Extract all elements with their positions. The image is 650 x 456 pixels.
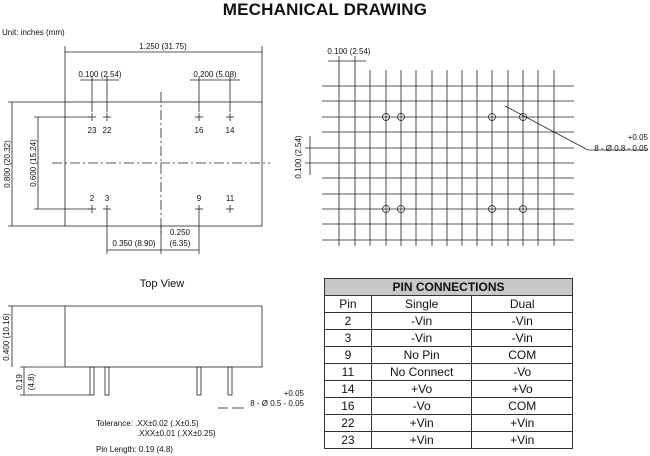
cell-pin: 9 — [324, 346, 372, 364]
col-header-pin: Pin — [324, 295, 372, 313]
pin-mark-14 — [226, 113, 234, 121]
table-title: PIN CONNECTIONS — [324, 278, 573, 296]
pin-label-23: 23 — [88, 126, 97, 135]
table-row: 3-Vin-Vin — [324, 329, 573, 347]
pin-label-9: 9 — [197, 194, 202, 203]
cell-pin: 22 — [324, 414, 372, 432]
pin-label-3: 3 — [105, 194, 110, 203]
hole-spec: 8 - Ø 0.8 - 0.05 — [594, 144, 648, 153]
cell-pin: 2 — [324, 312, 372, 330]
pcb-grid — [305, 56, 648, 246]
cell-single: -Vin — [370, 312, 473, 330]
page-title: MECHANICAL DRAWING — [222, 0, 428, 19]
pin-label-2: 2 — [90, 194, 95, 203]
pin-tolerance: +0.05 — [284, 389, 305, 398]
cell-single: No Pin — [370, 346, 473, 364]
pin-label-14: 14 — [226, 126, 235, 135]
pin-mark-2 — [88, 205, 96, 213]
top-view-outline — [64, 101, 263, 227]
side-dim-height: 0.400 (10.16) — [2, 313, 11, 361]
table-row: 22+Vin+Vin — [324, 414, 573, 432]
cell-dual: -Vin — [471, 312, 573, 330]
grid-dim-pitch-top: 0.100 (2.54) — [327, 47, 370, 56]
side-dim-pin: 0.19 — [15, 374, 24, 390]
dim-bottom-right-1: 0.250 — [170, 228, 191, 237]
cell-dual: -Vin — [471, 329, 573, 347]
pin-label-11: 11 — [226, 194, 235, 203]
cell-pin: 3 — [324, 329, 372, 347]
cell-dual: COM — [471, 346, 573, 364]
pin-label-22: 22 — [103, 126, 112, 135]
pin-mark-11 — [226, 205, 234, 213]
dim-pitch-right: 0.200 (5.08) — [193, 70, 236, 79]
cell-dual: +Vin — [471, 431, 573, 449]
cell-dual: COM — [471, 397, 573, 415]
grid-dim-pitch-side: 0.100 (2.54) — [294, 135, 303, 178]
cell-pin: 23 — [324, 431, 372, 449]
cell-single: +Vo — [370, 380, 473, 398]
cell-single: +Vin — [370, 414, 473, 432]
hole-tolerance: +0.05 — [628, 133, 649, 142]
pin-spec: 8 - Ø 0.5 - 0.05 — [250, 399, 304, 408]
cell-single: -Vin — [370, 329, 473, 347]
cell-pin: 14 — [324, 380, 372, 398]
pin-length: Pin Length: 0.19 (4.8) — [96, 445, 173, 454]
side-dim-pin-mm: (4.8) — [27, 373, 36, 390]
pin-label-16: 16 — [195, 126, 204, 135]
dim-height-inner: 0.600 (15.24) — [29, 139, 38, 187]
col-header-dual: Dual — [471, 295, 573, 313]
side-view-drawing — [8, 305, 263, 409]
pin-mark-23 — [88, 113, 96, 121]
tolerance-label: Tolerance: .XX±0.02 (.X±0.5) — [96, 419, 199, 428]
dim-pitch-left: 0.100 (2.54) — [78, 70, 121, 79]
cell-dual: +Vo — [471, 380, 573, 398]
cell-single: -Vo — [370, 397, 473, 415]
dim-height-outer: 0.800 (20.32) — [3, 140, 12, 188]
cell-dual: +Vin — [471, 414, 573, 432]
dim-overall-width: 1.250 (31.75) — [139, 42, 187, 51]
pin-mark-22 — [103, 113, 111, 121]
col-header-single: Single — [370, 295, 473, 313]
pin-mark-16 — [195, 113, 203, 121]
top-view-label: Top View — [140, 278, 184, 290]
cell-dual: -Vo — [471, 363, 573, 381]
cell-pin: 16 — [324, 397, 372, 415]
cell-pin: 11 — [324, 363, 372, 381]
pin-mark-3 — [103, 205, 111, 213]
table-row: 2-Vin-Vin — [324, 312, 573, 330]
dim-bottom-left: 0.350 (8.90) — [112, 239, 155, 248]
cell-single: +Vin — [370, 431, 473, 449]
table-row: 14+Vo+Vo — [324, 380, 573, 398]
pin-connections-table: PIN CONNECTIONS Pin Single Dual 2-Vin-Vi… — [324, 278, 573, 449]
tolerance-line2: .XXX±0.01 (.XX±0.25) — [137, 429, 216, 438]
cell-single: No Connect — [370, 363, 473, 381]
dim-bottom-right-2: (6.35) — [170, 239, 191, 248]
pin-mark-9 — [195, 205, 203, 213]
table-row: 23+Vin+Vin — [324, 431, 573, 449]
unit-note: Unit: inches (mm) — [2, 28, 65, 37]
